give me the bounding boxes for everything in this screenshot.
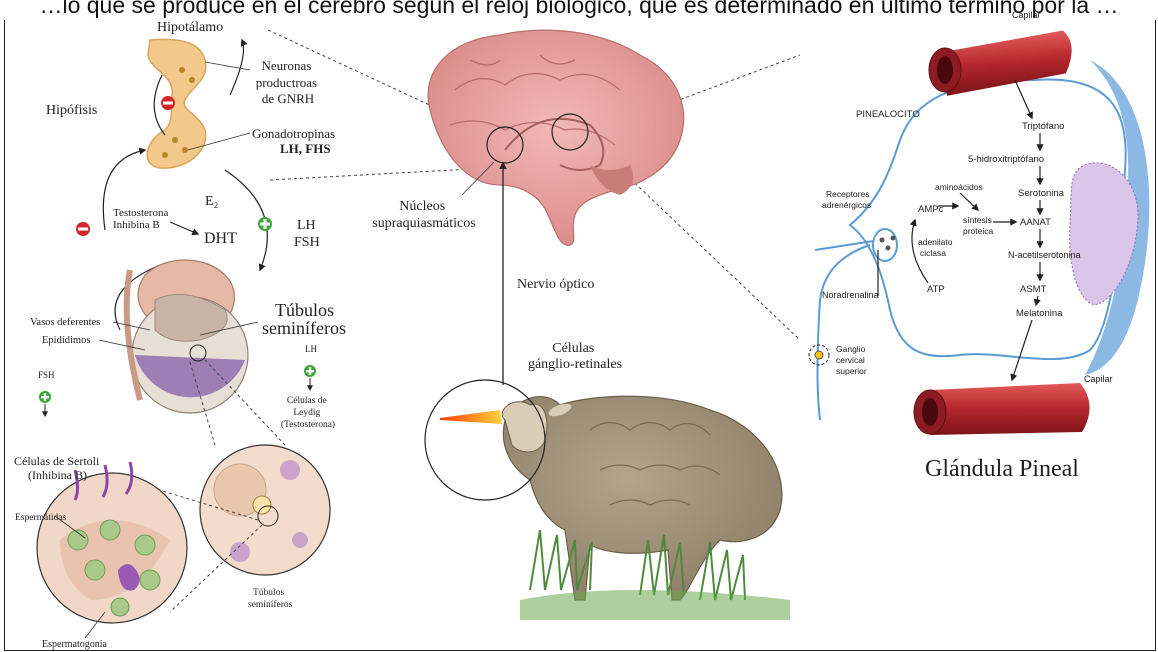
label-fsh-small: FSH bbox=[38, 370, 55, 380]
label-espermatidas: Espermátidas bbox=[15, 513, 66, 523]
label-noradrenalina: Noradrenalina bbox=[822, 290, 879, 300]
label-glandula-pineal: Glándula Pineal bbox=[925, 456, 1079, 482]
label-ganglio: Ganglio bbox=[836, 344, 866, 354]
label-proteica: proteica bbox=[963, 226, 994, 236]
label-hipotalamo: Hipotálamo bbox=[157, 20, 223, 35]
label-celulas: Células gánglio-retinales bbox=[528, 341, 622, 372]
label-cervical: cervical bbox=[836, 355, 865, 365]
label-sertoli: Células de Sertoli bbox=[14, 454, 100, 468]
label-serotonina: Serotonina bbox=[1018, 188, 1065, 199]
label-capilar-top: Capilar bbox=[1012, 10, 1041, 20]
label-hidroxi: 5-hidroxitriptófano bbox=[968, 154, 1044, 165]
label-inhibina: Inhibina B bbox=[113, 219, 160, 231]
label-espermatogonia: Espermatogonia bbox=[42, 639, 108, 650]
label-lh-small: LH bbox=[305, 344, 317, 354]
label-capilar-bottom: Capilar bbox=[1084, 374, 1113, 384]
label-e2: E₂ bbox=[205, 194, 219, 209]
label-asmt: ASMT bbox=[1020, 284, 1047, 295]
brain-shape bbox=[428, 30, 684, 245]
capillary-bottom bbox=[914, 383, 1090, 435]
label-vasos: Vasos deferentes bbox=[30, 317, 100, 328]
label-adenilato: adenilato bbox=[918, 237, 953, 247]
pituitary-shape bbox=[147, 39, 206, 168]
label-nervio: Nervio óptico bbox=[517, 277, 594, 292]
label-pinealocito: PINEALOCITO bbox=[856, 109, 920, 120]
label-inhibina-b: (Inhibina B) bbox=[28, 468, 87, 482]
label-lh-fhs: LH, FHS bbox=[280, 141, 331, 156]
label-melatonina: Melatonina bbox=[1016, 308, 1063, 319]
label-tubulos: Túbulos bbox=[275, 300, 334, 320]
label-fsh: FSH bbox=[294, 235, 320, 250]
left-panel: Hipotálamo Hipófisis Neuronas productroa… bbox=[14, 20, 346, 650]
label-triptofano: Triptófano bbox=[1022, 121, 1064, 132]
label-nacetil: N-acetilserotonina bbox=[1008, 250, 1081, 260]
label-nucleos: Núcleos supraquiasmáticos bbox=[372, 199, 475, 231]
label-testosterona: Testosterona bbox=[113, 207, 169, 219]
label-epididimos: Epidídimos bbox=[42, 335, 90, 346]
right-panel: Capilar PINEALOCITO Triptófano 5-hidroxi… bbox=[800, 10, 1154, 650]
label-tubulos-small: Túbulos bbox=[253, 588, 284, 598]
label-ciclasa: ciclasa bbox=[920, 248, 946, 258]
label-adrenergicos: adrenérgicos bbox=[822, 200, 871, 210]
label-lh: LH bbox=[297, 218, 316, 233]
label-seminiferos: seminíferos bbox=[262, 318, 346, 338]
center-panel: Núcleos supraquiasmáticos Nervio óptico … bbox=[268, 30, 800, 620]
label-atp: ATP bbox=[927, 284, 945, 295]
label-seminiferos-small: seminíferos bbox=[248, 599, 293, 610]
label-gonadotropinas: Gonadotropinas bbox=[252, 126, 335, 141]
label-superior: superior bbox=[836, 366, 867, 376]
label-sintesis: síntesis bbox=[963, 215, 992, 225]
label-receptores: Receptores bbox=[826, 189, 869, 199]
label-leydig: Células de Leydig (Testosterona) bbox=[281, 396, 335, 430]
label-neuronas: Neuronas productroas de GNRH bbox=[256, 58, 321, 106]
label-hipofisis: Hipófisis bbox=[46, 103, 97, 118]
label-dht: DHT bbox=[204, 230, 237, 247]
label-aminoacidos: aminoácidos bbox=[935, 182, 983, 192]
label-aanat: AANAT bbox=[1020, 217, 1051, 228]
